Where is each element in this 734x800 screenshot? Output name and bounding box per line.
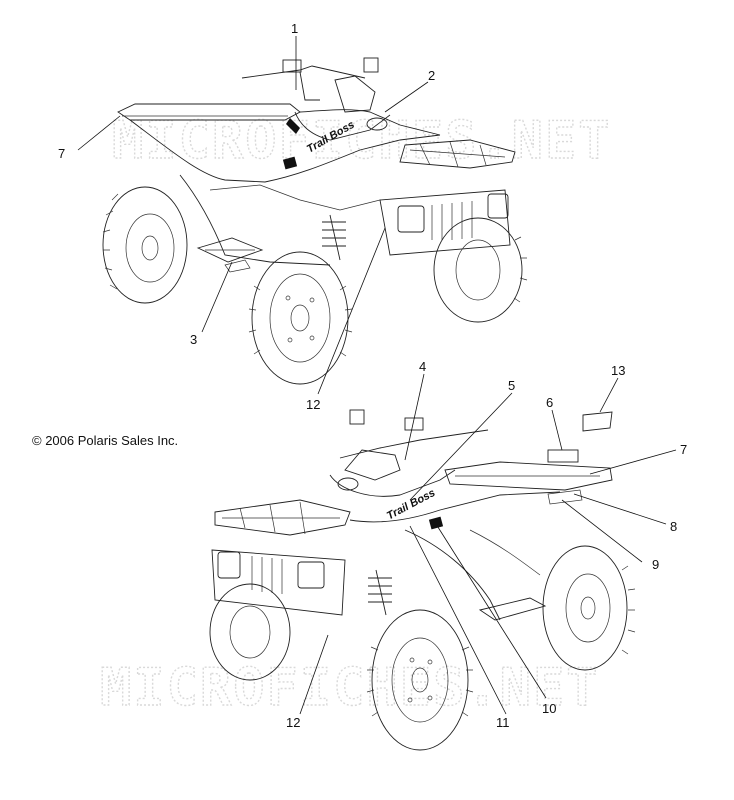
- watermark-top: MICROFICHES.NET: [112, 111, 612, 171]
- trail-boss-decal-bottom: Trail Boss: [385, 487, 437, 522]
- callout-10-bottom: 10: [542, 701, 556, 716]
- decal-13-label: [582, 411, 613, 432]
- leaders-bottom: [299, 373, 677, 715]
- callout-12-bottom: 12: [286, 715, 300, 730]
- callout-3-top: 3: [190, 332, 197, 347]
- watermark-bottom: MICROFICHES.NET: [100, 658, 600, 718]
- callout-11-bottom: 11: [496, 715, 510, 730]
- decal-black-square-bottom: [428, 516, 444, 530]
- callout-12-top: 12: [306, 397, 320, 412]
- callout-13-bottom: 13: [611, 363, 625, 378]
- callout-4-bottom: 4: [419, 359, 426, 374]
- callout-9-bottom: 9: [652, 557, 659, 572]
- callout-6-bottom: 6: [546, 395, 553, 410]
- callout-2-top: 2: [428, 68, 435, 83]
- callout-5-bottom: 5: [508, 378, 515, 393]
- callout-1-top: 1: [291, 21, 298, 36]
- callout-8-bottom: 8: [670, 519, 677, 534]
- leaders-top: [77, 36, 429, 395]
- callout-7-bottom: 7: [680, 442, 687, 457]
- callout-7-top: 7: [58, 146, 65, 161]
- atv-top-illustration: Trail Boss: [102, 57, 528, 385]
- decal-black-square-top: [282, 156, 298, 170]
- copyright-text: © 2006 Polaris Sales Inc.: [32, 433, 178, 448]
- decal-1: [286, 118, 300, 134]
- decal-6-label: [547, 449, 579, 463]
